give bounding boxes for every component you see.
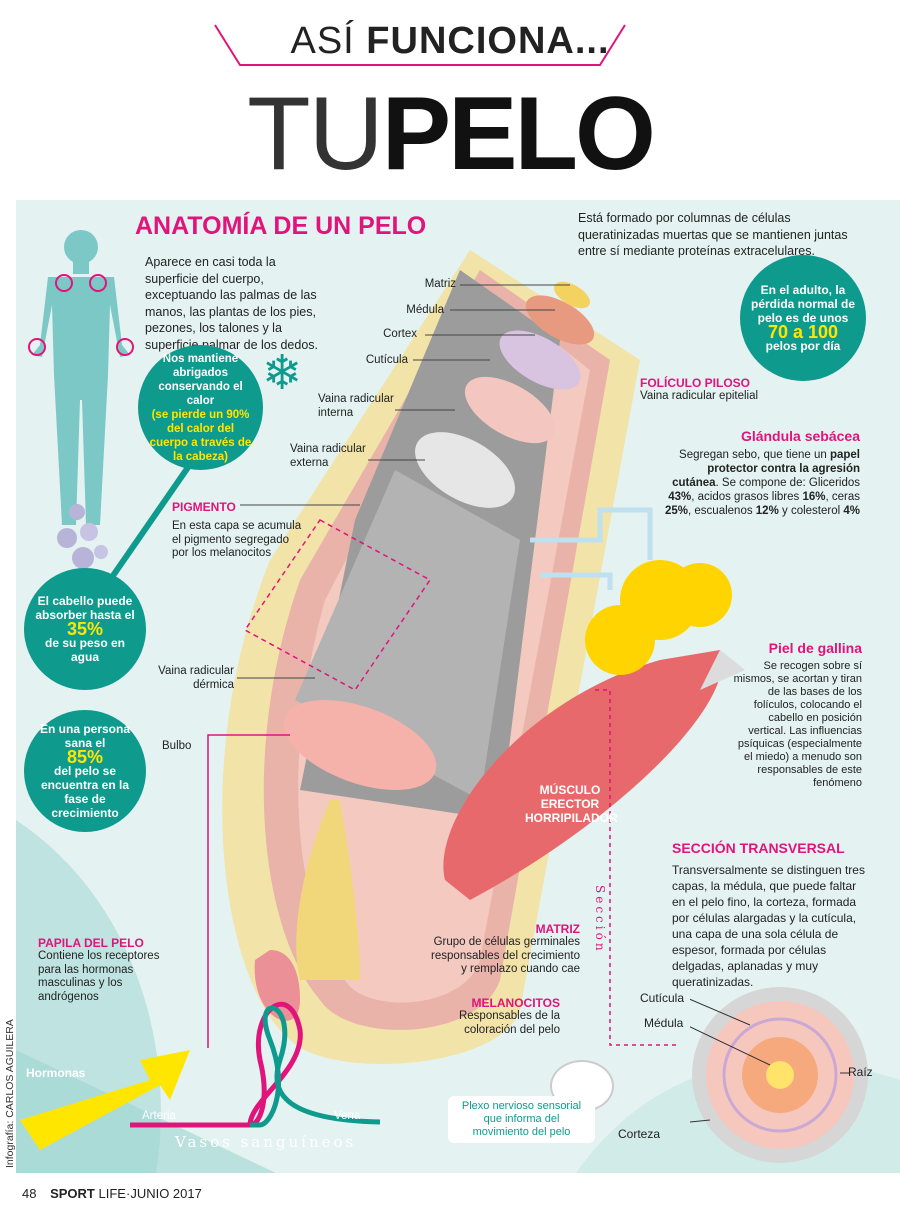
matriz-title: MATRIZ xyxy=(535,922,580,936)
water-drops-icon xyxy=(57,504,108,569)
label-medula: Médula xyxy=(406,304,444,316)
fact-growth-post: del pelo se encuentra en la fase de crec… xyxy=(40,764,130,820)
melanocitos-callout: MELANOCITOS Responsables de la coloració… xyxy=(440,996,560,1037)
fact-absorb-post: de su peso en agua xyxy=(44,636,126,664)
connector-line xyxy=(107,448,203,582)
fact-absorb-value: 35% xyxy=(66,619,104,639)
plexo-callout: Plexo nervioso sensorial que informa del… xyxy=(448,1096,595,1143)
melanocitos-title: MELANOCITOS xyxy=(471,996,560,1010)
matriz-text: Grupo de células germinales responsables… xyxy=(431,936,580,975)
label-vaina-interna: Vaina radicular interna xyxy=(318,393,394,419)
foliculo-title: FOLÍCULO PILOSO xyxy=(640,376,750,390)
transversal-callout: SECCIÓN TRANSVERSAL Transversalmente se … xyxy=(672,840,872,990)
snowflake-icon: ❄ xyxy=(262,347,303,400)
page-title: TUPELO xyxy=(0,82,900,186)
fact-absorb: El cabello puede absorber hasta el 35% d… xyxy=(24,568,146,690)
pigmento-title: PIGMENTO xyxy=(172,500,236,514)
label-x-corteza: Corteza xyxy=(618,1127,661,1141)
fact-loss-pre: En el adulto, la pérdida normal de pelo … xyxy=(750,283,856,325)
fact-loss-post: pelos por día xyxy=(765,339,841,353)
label-vaina-dermica: Vaina radicular dérmica xyxy=(158,665,234,691)
label-x-cuticula: Cutícula xyxy=(640,991,685,1005)
label-cortex: Cortex xyxy=(383,328,417,340)
label-cuticula: Cutícula xyxy=(365,354,408,366)
label-x-medula: Médula xyxy=(644,1016,684,1030)
fact-growth: En una persona sana el 85% del pelo se e… xyxy=(24,710,146,832)
intro-text: Aparece en casi toda la superficie del c… xyxy=(145,255,319,352)
foliculo-callout: FOLÍCULO PILOSO Vaina radicular epitelia… xyxy=(640,376,780,404)
transversal-text: Transversalmente se distinguen tres capa… xyxy=(672,863,865,989)
label-vasos: Vasos sanguíneos xyxy=(175,1133,357,1151)
title-bold: PELO xyxy=(381,76,656,192)
header-kicker: ASÍ FUNCIONA... xyxy=(0,20,900,63)
glandula-text: Segregan sebo, que tiene un papel protec… xyxy=(664,449,860,517)
kicker-bold: FUNCIONA... xyxy=(366,20,610,62)
gallina-text: Se recogen sobre sí mismos, se acortan y… xyxy=(733,660,862,789)
melanocitos-text: Responsables de la coloración del pelo xyxy=(458,1010,560,1036)
fact-warm: Nos mantiene abrigados conservando el ca… xyxy=(138,345,263,470)
label-arteria: Arteria xyxy=(142,1110,176,1122)
fact-absorb-pre: El cabello puede absorber hasta el xyxy=(35,594,135,622)
transversal-title: SECCIÓN TRANSVERSAL xyxy=(672,840,845,856)
papila-title: PAPILA DEL PELO xyxy=(38,936,144,950)
credit: Infografía: CARLOS AGUILERA xyxy=(4,1019,16,1168)
fact-warm-highlight: (se pierde un 90% del calor del cuerpo a… xyxy=(149,408,252,463)
label-matriz-top: Matriz xyxy=(424,278,456,290)
papila-callout: PAPILA DEL PELO Contiene los receptores … xyxy=(38,936,178,1004)
footer-date: ·JUNIO 2017 xyxy=(125,1186,202,1201)
foliculo-text: Vaina radicular epitelial xyxy=(640,390,759,402)
footer: 48 SPORT LIFE·JUNIO 2017 xyxy=(22,1186,202,1201)
papila-text: Contiene los receptores para las hormona… xyxy=(38,950,160,1003)
label-hormonas: Hormonas xyxy=(26,1066,86,1080)
label-vaina-externa: Vaina radicular externa xyxy=(290,443,366,469)
kicker-light: ASÍ xyxy=(290,20,355,62)
page-number: 48 xyxy=(22,1186,37,1201)
gallina-callout: Piel de gallina Se recogen sobre sí mism… xyxy=(730,640,862,790)
pigmento-callout: PIGMENTO En esta capa se acumula el pigm… xyxy=(172,500,302,561)
brand-light: LIFE xyxy=(98,1186,126,1201)
fact-loss: En el adulto, la pérdida normal de pelo … xyxy=(740,255,866,381)
cross-section-diagram xyxy=(690,987,868,1163)
glandula-callout: Glándula sebácea Segregan sebo, que tien… xyxy=(660,428,860,518)
human-body-icon xyxy=(28,230,134,525)
glandula-title: Glándula sebácea xyxy=(740,428,860,444)
label-seccion: Sección xyxy=(593,885,607,954)
fact-loss-value: 70 a 100 xyxy=(767,322,839,342)
label-vena: Vena xyxy=(334,1110,361,1122)
section-title: ANATOMÍA DE UN PELO xyxy=(135,212,427,240)
matriz-callout: MATRIZ Grupo de células germinales respo… xyxy=(430,922,580,977)
label-bulbo: Bulbo xyxy=(162,740,192,752)
kicker-frame xyxy=(214,24,626,66)
brand-bold: SPORT xyxy=(50,1186,95,1201)
fact-growth-value: 85% xyxy=(66,747,104,767)
structure-note: Está formado por columnas de células que… xyxy=(578,211,848,258)
pigmento-text: En esta capa se acumula el pigmento segr… xyxy=(172,520,302,559)
label-x-raiz: Raíz xyxy=(848,1065,873,1079)
label-musculo: MÚSCULO ERECTOR HORRIPILADOR xyxy=(525,783,618,825)
title-light: TU xyxy=(247,76,384,192)
fact-warm-text: Nos mantiene abrigados conservando el ca… xyxy=(158,352,243,407)
fact-growth-pre: En una persona sana el xyxy=(39,722,131,750)
gallina-title: Piel de gallina xyxy=(768,640,862,656)
